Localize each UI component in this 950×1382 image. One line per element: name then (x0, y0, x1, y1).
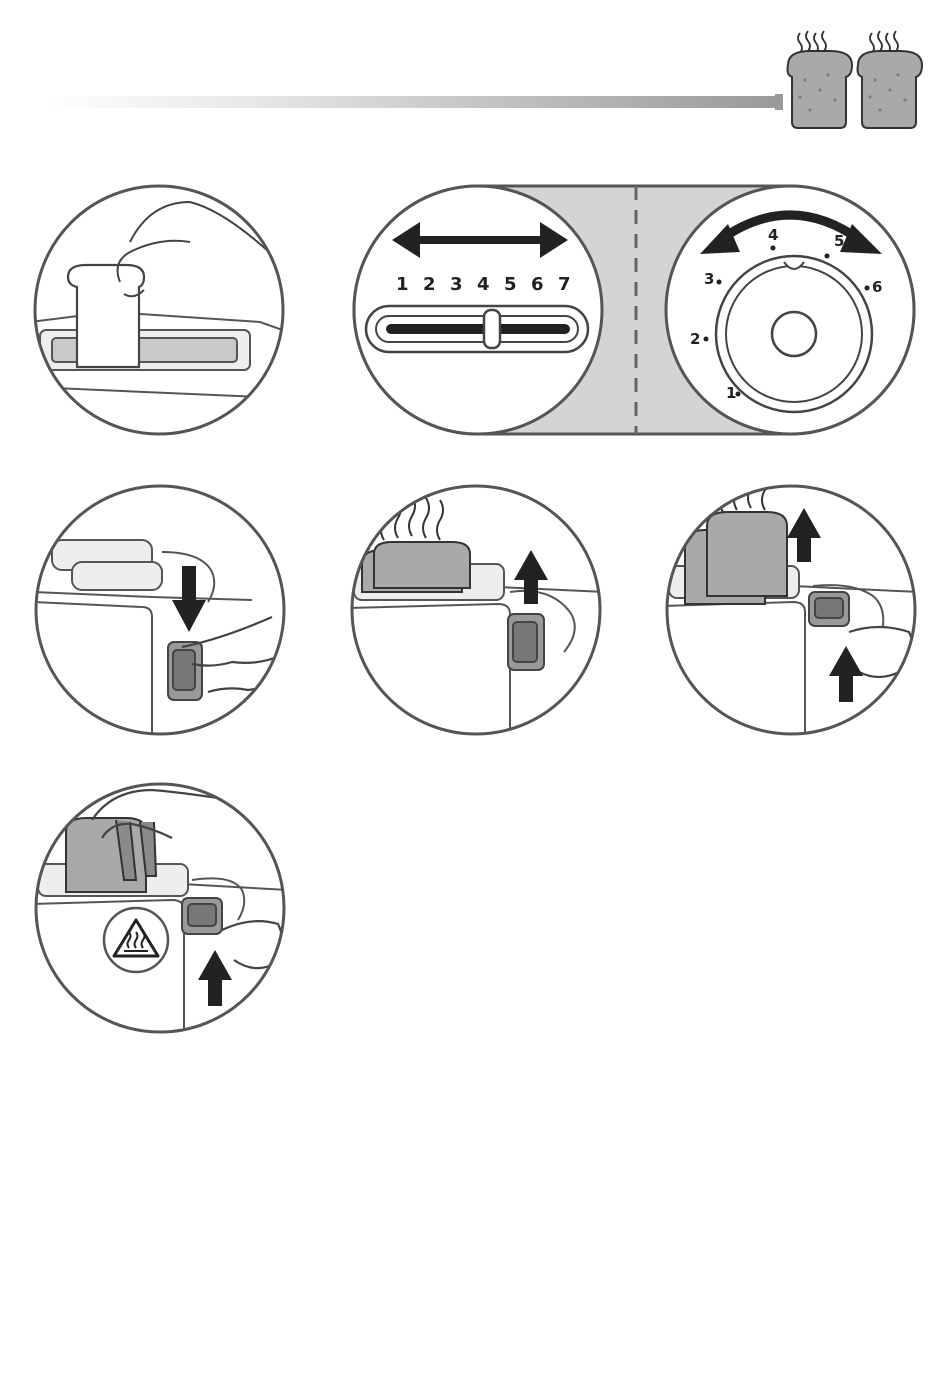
arrow-up-icon (787, 508, 821, 562)
slider-number: 4 (477, 274, 490, 295)
browning-slider (366, 306, 588, 352)
dial-number: 4 (768, 226, 778, 244)
header-gradient-bar (45, 96, 775, 108)
slider-number: 1 (396, 274, 409, 295)
arrow-up-icon (198, 950, 232, 1006)
browning-dial (716, 256, 872, 412)
hot-surface-warning-icon (104, 908, 168, 972)
arrow-up-icon (514, 550, 548, 604)
slider-number: 3 (450, 274, 463, 295)
toast-icon (780, 25, 925, 140)
step-press-lever-illustration (32, 482, 288, 738)
dial-number: 6 (872, 278, 882, 296)
step-insert-bread-illustration (30, 182, 288, 438)
step-browning-control-illustration: 1 2 3 4 5 6 7 1 2 3 4 5 6 (350, 182, 918, 438)
dial-number: 2 (690, 330, 700, 348)
step-toast-pops-up-illustration (348, 482, 604, 738)
step-remove-toast-illustration (32, 780, 288, 1036)
slider-number: 5 (504, 274, 517, 295)
slider-number: 6 (531, 274, 544, 295)
step-high-lift-illustration (663, 482, 919, 738)
slider-number: 7 (558, 274, 571, 295)
dial-number: 1 (726, 384, 736, 402)
dial-number: 3 (704, 270, 714, 288)
dial-number: 5 (834, 232, 844, 250)
slider-number: 2 (423, 274, 436, 295)
